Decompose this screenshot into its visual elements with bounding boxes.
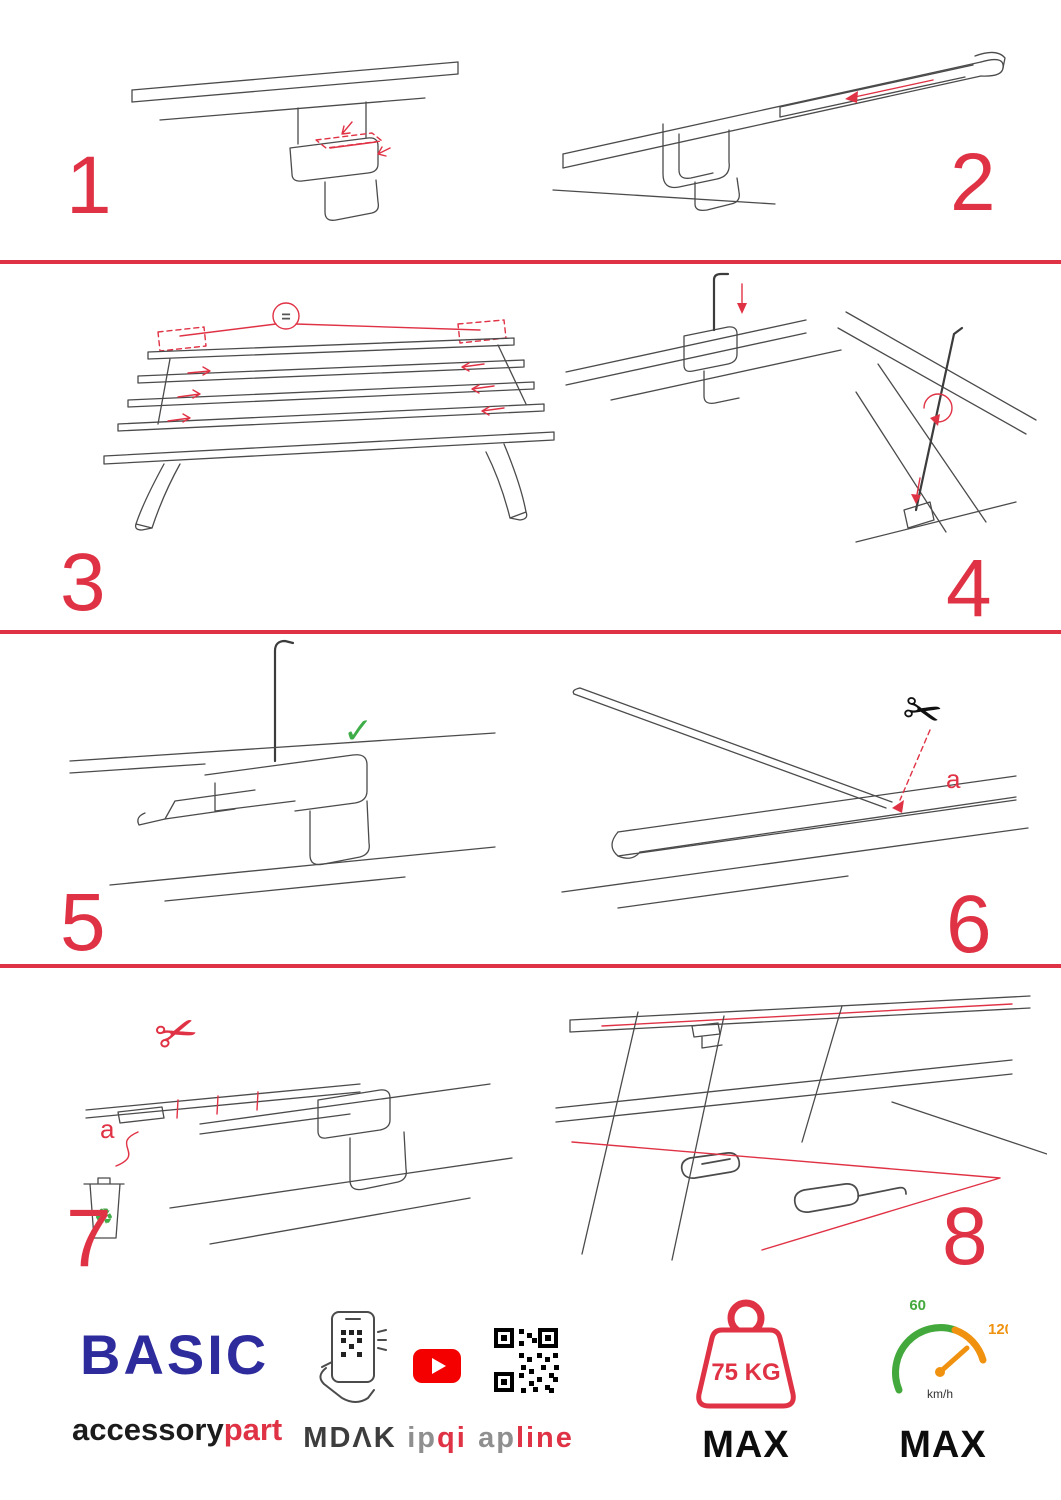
max-weight-icon: 75 KG	[696, 1299, 796, 1409]
youtube-icon	[413, 1349, 461, 1383]
centering-arrows	[167, 362, 505, 423]
equal-spacing-circle	[272, 302, 300, 330]
logo-apline: apline	[478, 1422, 574, 1454]
needle	[937, 1345, 970, 1375]
scissors-icon: ✂	[897, 680, 947, 742]
speed-unit-label: km/h	[927, 1387, 953, 1401]
allen-key-icon	[712, 272, 730, 332]
qr-code-icon	[494, 1328, 559, 1393]
cut-marks	[176, 1091, 259, 1119]
step-7-number: 7	[66, 1193, 112, 1284]
step-1-number: 1	[66, 140, 112, 231]
separator-1	[0, 260, 1061, 264]
brand-subtitle-dark: accessory	[72, 1412, 224, 1447]
rotate-arrow	[923, 393, 953, 423]
part-a-label: a	[946, 764, 961, 794]
strap-buckles	[680, 1152, 907, 1213]
check-icon: ✓	[343, 711, 373, 752]
step-4-number: 4	[946, 543, 992, 634]
separator-3	[0, 964, 1061, 968]
step-6-illustration: ✂ a	[561, 680, 1029, 909]
part-a-label: a	[100, 1114, 115, 1144]
separator-2	[0, 630, 1061, 634]
logo-mdak: MDΛK	[303, 1422, 397, 1454]
step-4-illustration	[565, 272, 1037, 543]
phone-qr-hand-icon	[319, 1311, 387, 1403]
scissors-red-icon: ✂	[148, 999, 206, 1067]
weight-value: 75 KG	[711, 1359, 780, 1386]
cut-line	[899, 729, 931, 801]
brand-subtitle-red: part	[223, 1412, 283, 1447]
trash-bin-icon	[83, 1177, 125, 1239]
allen-key-icon	[273, 639, 295, 763]
alignment-lines	[571, 1141, 1001, 1251]
brand-subtitle: accessorypart	[72, 1412, 282, 1448]
insert-arrow	[341, 121, 353, 135]
step-5-illustration: ✓	[69, 639, 496, 902]
brand-title: BASIC	[80, 1323, 270, 1386]
step-6-number: 6	[946, 879, 992, 970]
speedometer-icon: 60 120 km/h	[892, 1297, 1008, 1401]
step-8-number: 8	[942, 1191, 988, 1282]
play-icon	[432, 1358, 446, 1374]
speed-max-label: MAX	[899, 1424, 987, 1466]
logo-ipqi: ipqi	[407, 1422, 467, 1454]
step-7-illustration: ✂ a ♻	[83, 999, 513, 1245]
weight-max-label: MAX	[702, 1424, 790, 1466]
insert-plate-outline	[315, 132, 383, 149]
insert-arrow-2	[377, 146, 391, 157]
step-3-number: 3	[60, 537, 106, 628]
speed-120-label: 120	[988, 1321, 1008, 1338]
speed-60-label: 60	[909, 1297, 926, 1314]
equal-spacing-label: =	[281, 309, 290, 326]
step-1-illustration	[131, 61, 459, 221]
recycle-icon: ♻	[94, 1205, 114, 1230]
step-2-illustration	[552, 51, 1006, 212]
step-3-illustration: =	[103, 302, 555, 531]
step-8-illustration	[555, 995, 1047, 1261]
step-2-number: 2	[950, 137, 996, 228]
slide-arrow	[849, 79, 934, 99]
step-5-number: 5	[60, 877, 106, 968]
